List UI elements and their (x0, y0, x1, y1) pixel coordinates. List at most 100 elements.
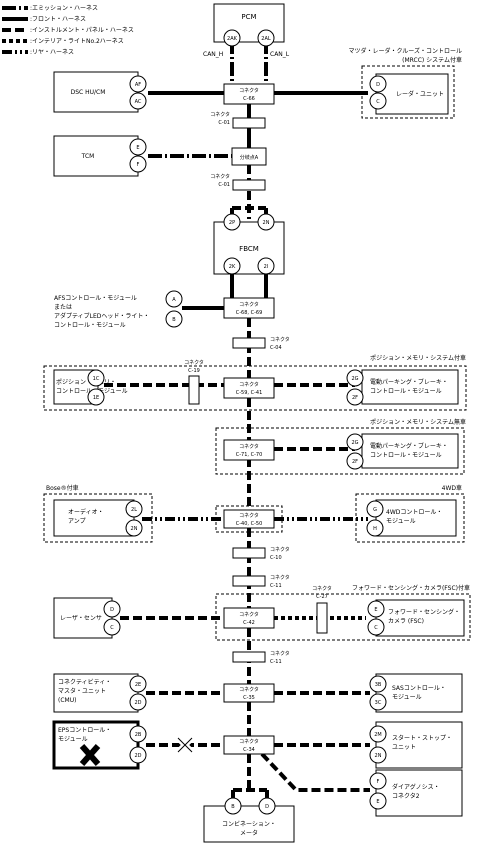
cluster-pin-d (258, 797, 276, 815)
fbcm-pin-2k-label: 2K (229, 264, 236, 270)
fbcm-module: FBCM 2P 2N 2K 2I (213, 213, 285, 275)
diag-pin-f (369, 772, 387, 790)
tcm-pin-f-label: F (137, 162, 140, 168)
radar-pin-c-label: C (376, 99, 380, 105)
afs-module: AFSコントロール・モジュール または アダプティブLEDヘッド・ライト・ コン… (54, 290, 183, 329)
dsc-pin-af (129, 75, 147, 93)
4wd-label-1: 4WDコントロール・ (386, 509, 442, 516)
start-stop-label-2: ユニット (392, 744, 416, 751)
connector-c11b: コネクタ C-11 (232, 650, 290, 665)
connector-c66: コネクタ C-66 (223, 83, 275, 105)
connector-c01a-id: C-01 (218, 120, 230, 126)
posmem-label-1: ポジション・メモリ・ (56, 378, 116, 386)
fsc-module: フォワード・センシング・カメラ(FSC)付車 フォワード・センシング・ カメラ … (352, 584, 470, 637)
connector-c01a-title: コネクタ (210, 111, 230, 118)
tcm-pin-e-label: E (136, 145, 139, 151)
diag-pin-e (369, 792, 387, 810)
sas-pin-3b-label: 3B (375, 682, 382, 688)
tcm-module: TCM E F (53, 135, 147, 177)
connector-c01b: コネクタ C-01 (210, 173, 266, 191)
laser-pin-c-label: C (110, 625, 114, 631)
pcm-pin-2al (257, 29, 275, 47)
pcm-module: PCM 2AK 2AL CAN_H CAN_L (203, 3, 290, 58)
laser-pin-d-label: D (110, 607, 114, 613)
connector-c01b-id: C-01 (218, 182, 230, 188)
connector-c40-title: コネクタ (239, 512, 259, 519)
epb1-pin-2f-label: 2F (352, 395, 358, 401)
posmem-pin-1e-label: 1E (93, 395, 99, 401)
radar-module: マツダ・レーダ・クルーズ・コントロール (MRCC) システム付車 レーダ・ユニ… (348, 47, 462, 115)
epb1-pin-2f (346, 388, 364, 406)
connector-c42-id: C-42 (243, 620, 255, 626)
connector-c27-id: C-27 (316, 594, 328, 600)
radar-option-title-2: (MRCC) システム付車 (402, 56, 462, 64)
radar-pin-d (369, 75, 387, 93)
connector-c34: コネクタ C-34 (223, 735, 275, 755)
diag-module: ダイアグノシス・ コネクタ2 F E (369, 769, 463, 817)
connector-c40: コネクタ C-40, C-50 (223, 509, 275, 529)
wire-diag (260, 752, 370, 792)
afs-label-2: または (54, 304, 72, 311)
4wd-label-2: モジュール (386, 518, 416, 525)
bose-option-title: Bose®付車 (46, 484, 79, 492)
afs-label-4: コントロール・モジュール (54, 322, 126, 329)
eps-module-fault-x-icon (79, 744, 101, 766)
legend-label-emission: :エミッション・ハーネス (30, 5, 98, 12)
sas-label-1: SASコントロール・ (392, 685, 446, 692)
legend-label-rear: :リヤ・ハーネス (30, 49, 74, 56)
audio-pin-2n-label: 2N (131, 526, 138, 532)
fsc-label-1: フォワード・センシング・ (388, 608, 460, 616)
sas-pin-3c-label: 3C (375, 700, 382, 706)
diag-label-1: ダイアグノシス・ (392, 783, 440, 791)
connector-c04-title: コネクタ (270, 336, 290, 343)
radar-option-title-1: マツダ・レーダ・クルーズ・コントロール (348, 47, 462, 55)
connector-c34-title: コネクタ (239, 738, 259, 745)
fbcm-pin-2i-label: 2I (264, 264, 269, 270)
cluster-pin-b (224, 797, 242, 815)
connector-c42-title: コネクタ (239, 611, 259, 618)
start-stop-pin-2n (369, 746, 387, 764)
4wd-module: 4WD車 4WDコントロール・ モジュール G H (366, 484, 462, 537)
connector-c66-id: C-66 (243, 96, 255, 102)
eps-module: EPSコントロール・ モジュール 2B 2D (52, 720, 195, 770)
cmu-pin-2d (129, 693, 147, 711)
eps-label-1: EPSコントロール・ (58, 727, 111, 734)
dsc-module: DSC HU/CM AF AC (53, 71, 147, 113)
radar-label: レーダ・ユニット (396, 90, 444, 98)
connector-c27: コネクタ C-27 (312, 585, 332, 634)
pcm-pin-2ak-label: 2AK (227, 36, 238, 42)
connector-c71: コネクタ C-71, C-70 (223, 439, 275, 461)
diag-pin-e-label: E (376, 799, 379, 805)
connector-c34-id: C-34 (243, 747, 255, 753)
option-box-no-posmem (215, 427, 465, 475)
pcm-pin-2al-label: 2AL (261, 36, 271, 42)
epb2-module: ポジション・メモリ・システム無車 電動パーキング・ブレーキ・ コントロール・モジ… (346, 418, 466, 470)
connector-c40-id: C-40, C-50 (236, 521, 263, 527)
posmem-pin-1e (87, 388, 105, 406)
afs-pin-a (165, 290, 183, 308)
posmem-pin-1c-label: 1C (93, 376, 100, 382)
connector-c35: コネクタ C-35 (223, 683, 275, 703)
fbcm-pin-2n (257, 213, 275, 231)
connector-c42: コネクタ C-42 (223, 607, 275, 629)
audio-pin-2n (125, 519, 143, 537)
afs-label-3: アダプティブLEDヘッド・ライト・ (54, 312, 149, 320)
fbcm-pin-2p-label: 2P (229, 220, 235, 226)
tcm-label: TCM (81, 153, 95, 160)
start-stop-module: スタート・ストップ・ ユニット 2M 2N (369, 721, 463, 769)
legend: :エミッション・ハーネス :フロント・ハーネス :インストルメント・パネル・ハー… (2, 5, 134, 56)
connector-c19-id: C-19 (188, 368, 200, 374)
laser-label: レーザ・センサ (60, 615, 102, 622)
afs-pin-b-label: B (172, 317, 176, 323)
connector-c04-id: C-04 (270, 345, 282, 351)
sas-label-2: モジュール (392, 694, 422, 701)
diag-label-2: コネクタ2 (392, 792, 420, 800)
cluster-label-1: コンビネーション・ (222, 820, 276, 828)
connector-c71-title: コネクタ (239, 443, 259, 450)
connector-c59-title: コネクタ (239, 381, 259, 388)
fsc-pin-c (367, 618, 385, 636)
eps-pin-2d-label: 2D (134, 753, 141, 759)
diag-pin-f-label: F (377, 779, 380, 785)
dsc-pin-af-label: AF (135, 82, 141, 88)
fsc-label-2: カメラ (FSC) (388, 618, 424, 625)
